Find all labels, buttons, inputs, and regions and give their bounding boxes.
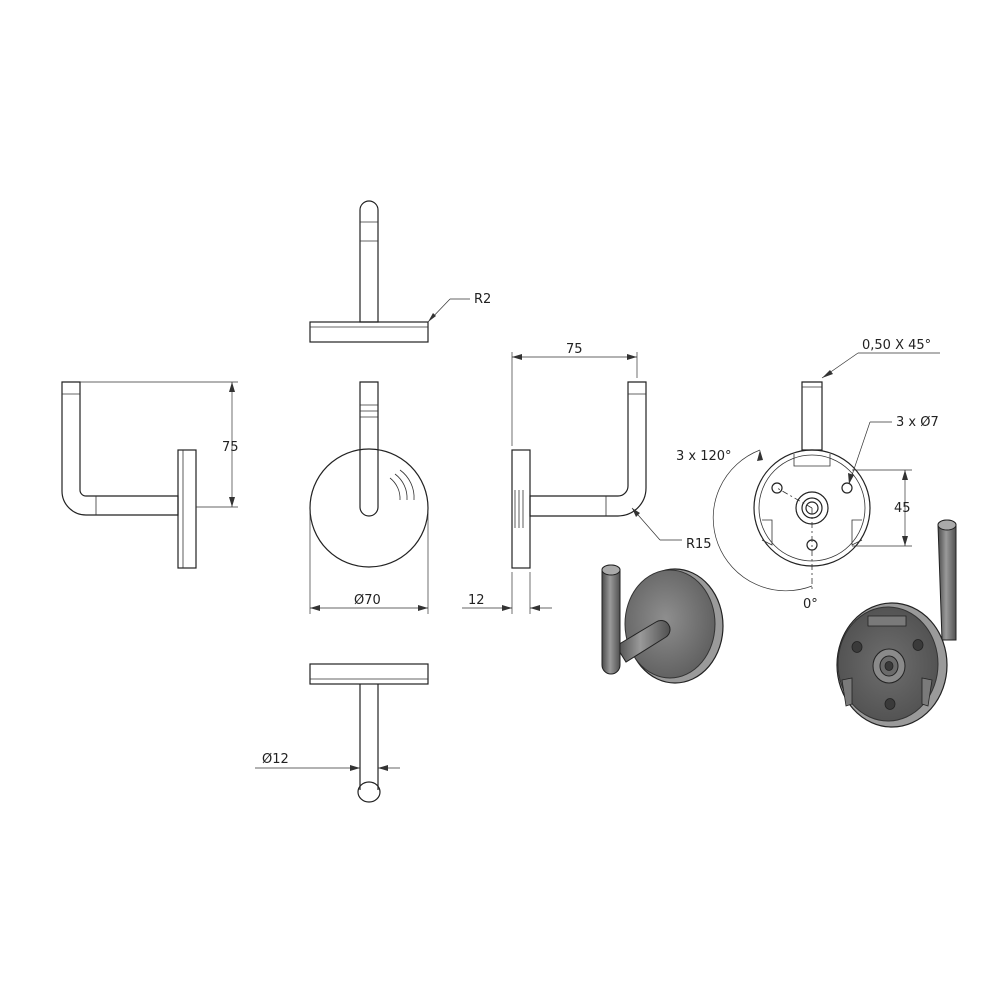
dim-chamfer: 0,50 X 45° bbox=[862, 338, 931, 353]
dim-r15: R15 bbox=[686, 537, 712, 552]
iso-view-front bbox=[601, 564, 724, 684]
dim-75-vertical: 75 bbox=[222, 440, 239, 455]
back-view: 3 x 120° 0° 0,50 X 45° 3 x Ø7 45 bbox=[676, 338, 940, 612]
dim-75-horizontal: 75 bbox=[566, 342, 583, 357]
bottom-view: Ø12 bbox=[255, 663, 429, 803]
dim-diameter-70: Ø70 bbox=[354, 593, 381, 608]
iso-view-back bbox=[836, 519, 957, 728]
dim-diameter-12: Ø12 bbox=[262, 752, 289, 767]
dim-r2: R2 bbox=[474, 292, 491, 307]
front-view: Ø70 bbox=[309, 381, 429, 614]
dim-12-thickness: 12 bbox=[468, 593, 485, 608]
dim-3x120: 3 x 120° bbox=[676, 449, 732, 464]
right-view: 75 12 R15 bbox=[462, 342, 712, 614]
dim-zero-angle: 0° bbox=[803, 597, 818, 612]
top-view: R2 bbox=[309, 200, 491, 343]
dim-45: 45 bbox=[894, 501, 911, 516]
dim-holes: 3 x Ø7 bbox=[896, 415, 939, 430]
left-view: 75 bbox=[61, 381, 239, 569]
